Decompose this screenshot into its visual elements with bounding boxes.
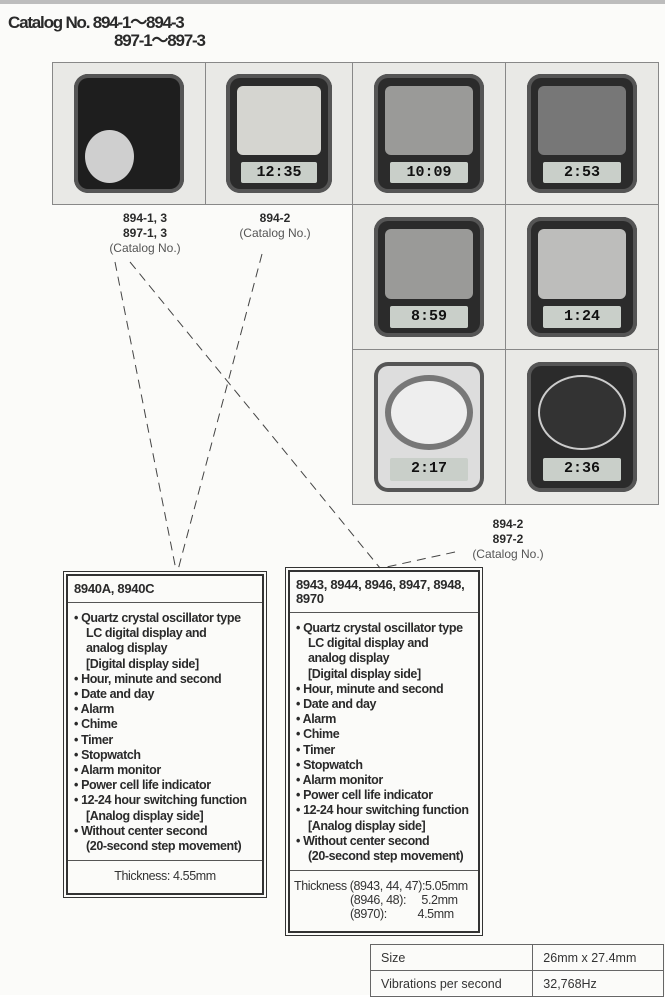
feature-item: Without center second bbox=[296, 834, 474, 849]
feature-item: 12-24 hour switching function bbox=[296, 803, 474, 818]
caption-note: (Catalog No.) bbox=[109, 241, 181, 255]
caption-mid: 894-2(Catalog No.) bbox=[225, 211, 325, 241]
feature-item: [Digital display side] bbox=[86, 656, 199, 671]
caption-catalog: 894-2 bbox=[492, 517, 524, 531]
watch-photo: 2:17 bbox=[352, 349, 506, 505]
watch-photo: 2:36 bbox=[505, 349, 659, 505]
spec-value: 32,768Hz bbox=[532, 970, 664, 997]
feature-item: 12-24 hour switching function bbox=[74, 793, 258, 808]
watch-photo: 1:24 bbox=[505, 204, 659, 350]
thickness-line: Thickness: 4.55mm bbox=[114, 869, 216, 884]
watch-photo-movement bbox=[52, 62, 206, 205]
watch-photo: 12:35 bbox=[205, 62, 353, 205]
feature-item: (20-second step movement) bbox=[308, 849, 464, 864]
feature-item: [Analog display side] bbox=[86, 808, 204, 823]
feature-item: LC digital display and bbox=[308, 636, 429, 651]
feature-item: Stopwatch bbox=[296, 758, 474, 773]
spec-box-right: 8943, 8944, 8946, 8947, 8948, 8970Quartz… bbox=[285, 566, 483, 937]
feature-item: Chime bbox=[296, 727, 474, 742]
feature-item: Alarm monitor bbox=[296, 773, 474, 788]
feature-item: Chime bbox=[74, 717, 258, 732]
feature-item: Without center second bbox=[74, 824, 258, 839]
catalog-range-2: 897-1～897-3 bbox=[114, 31, 206, 50]
caption-catalog: 897-2 bbox=[492, 532, 524, 546]
catalog-range-1: 894-1～894-3 bbox=[92, 13, 185, 32]
catalog-header: Catalog No. 894-1～894-3 897-1～897-3 bbox=[8, 13, 206, 50]
feature-item: (20-second step movement) bbox=[86, 839, 242, 854]
spec-key: Size bbox=[369, 944, 534, 971]
feature-item: LC digital display and bbox=[86, 626, 207, 641]
thickness-line: Thickness (8943, 44, 47):5.05mm bbox=[294, 879, 468, 894]
leader-line bbox=[381, 551, 456, 569]
feature-item: Hour, minute and second bbox=[296, 682, 474, 697]
caption-catalog: 894-2 bbox=[259, 211, 291, 225]
lcd-display: 10:09 bbox=[389, 161, 469, 184]
feature-item: [Digital display side] bbox=[308, 666, 421, 681]
catalog-label: Catalog No. bbox=[8, 13, 90, 32]
box-title: 8943, 8944, 8946, 8947, 8948, 8970 bbox=[290, 572, 478, 613]
watch-photo: 2:53 bbox=[505, 62, 659, 205]
thickness-line: (8946, 48): 5.2mm bbox=[350, 893, 458, 908]
spec-value: 26mm x 27.4mm bbox=[532, 944, 664, 971]
feature-item: Timer bbox=[296, 743, 474, 758]
feature-item: Power cell life indicator bbox=[74, 778, 258, 793]
leader-line bbox=[114, 261, 177, 571]
feature-item: Stopwatch bbox=[74, 748, 258, 763]
lcd-display: 2:53 bbox=[542, 161, 622, 184]
thickness: Thickness: 4.55mm bbox=[68, 860, 262, 893]
lcd-display: 12:35 bbox=[241, 161, 317, 184]
feature-item: analog display bbox=[308, 651, 390, 666]
box-title: 8940A, 8940C bbox=[68, 576, 262, 603]
feature-item: Date and day bbox=[296, 697, 474, 712]
feature-item: Hour, minute and second bbox=[74, 672, 258, 687]
feature-item: Quartz crystal oscillator type bbox=[296, 621, 474, 636]
thickness-line: (8970): 4.5mm bbox=[350, 907, 454, 922]
lcd-display: 1:24 bbox=[542, 306, 622, 328]
leader-line bbox=[129, 261, 381, 569]
feature-item: Alarm bbox=[296, 712, 474, 727]
feature-item: analog display bbox=[86, 641, 168, 656]
thickness: Thickness (8943, 44, 47):5.05mm(8946, 48… bbox=[290, 870, 478, 931]
feature-item: Date and day bbox=[74, 687, 258, 702]
feature-item: Power cell life indicator bbox=[296, 788, 474, 803]
watch-photo: 8:59 bbox=[352, 204, 506, 350]
caption-note: (Catalog No.) bbox=[239, 226, 311, 240]
spec-key: Vibrations per second bbox=[369, 970, 534, 997]
feature-item: Timer bbox=[74, 733, 258, 748]
lcd-display: 2:17 bbox=[389, 458, 469, 482]
lcd-display: 2:36 bbox=[542, 458, 622, 482]
watch-photo: 10:09 bbox=[352, 62, 506, 205]
caption-catalog: 897-1, 3 bbox=[122, 226, 168, 240]
feature-item: Quartz crystal oscillator type bbox=[74, 611, 258, 626]
caption-catalog: 894-1, 3 bbox=[122, 211, 168, 225]
feature-item: [Analog display side] bbox=[308, 818, 426, 833]
caption-note: (Catalog No.) bbox=[472, 547, 544, 561]
leader-line bbox=[177, 253, 263, 571]
lcd-display: 8:59 bbox=[389, 306, 469, 328]
feature-item: Alarm monitor bbox=[74, 763, 258, 778]
feature-item: Alarm bbox=[74, 702, 258, 717]
spec-box-left: 8940A, 8940CQuartz crystal oscillator ty… bbox=[63, 570, 267, 899]
leader-lines bbox=[114, 253, 456, 571]
